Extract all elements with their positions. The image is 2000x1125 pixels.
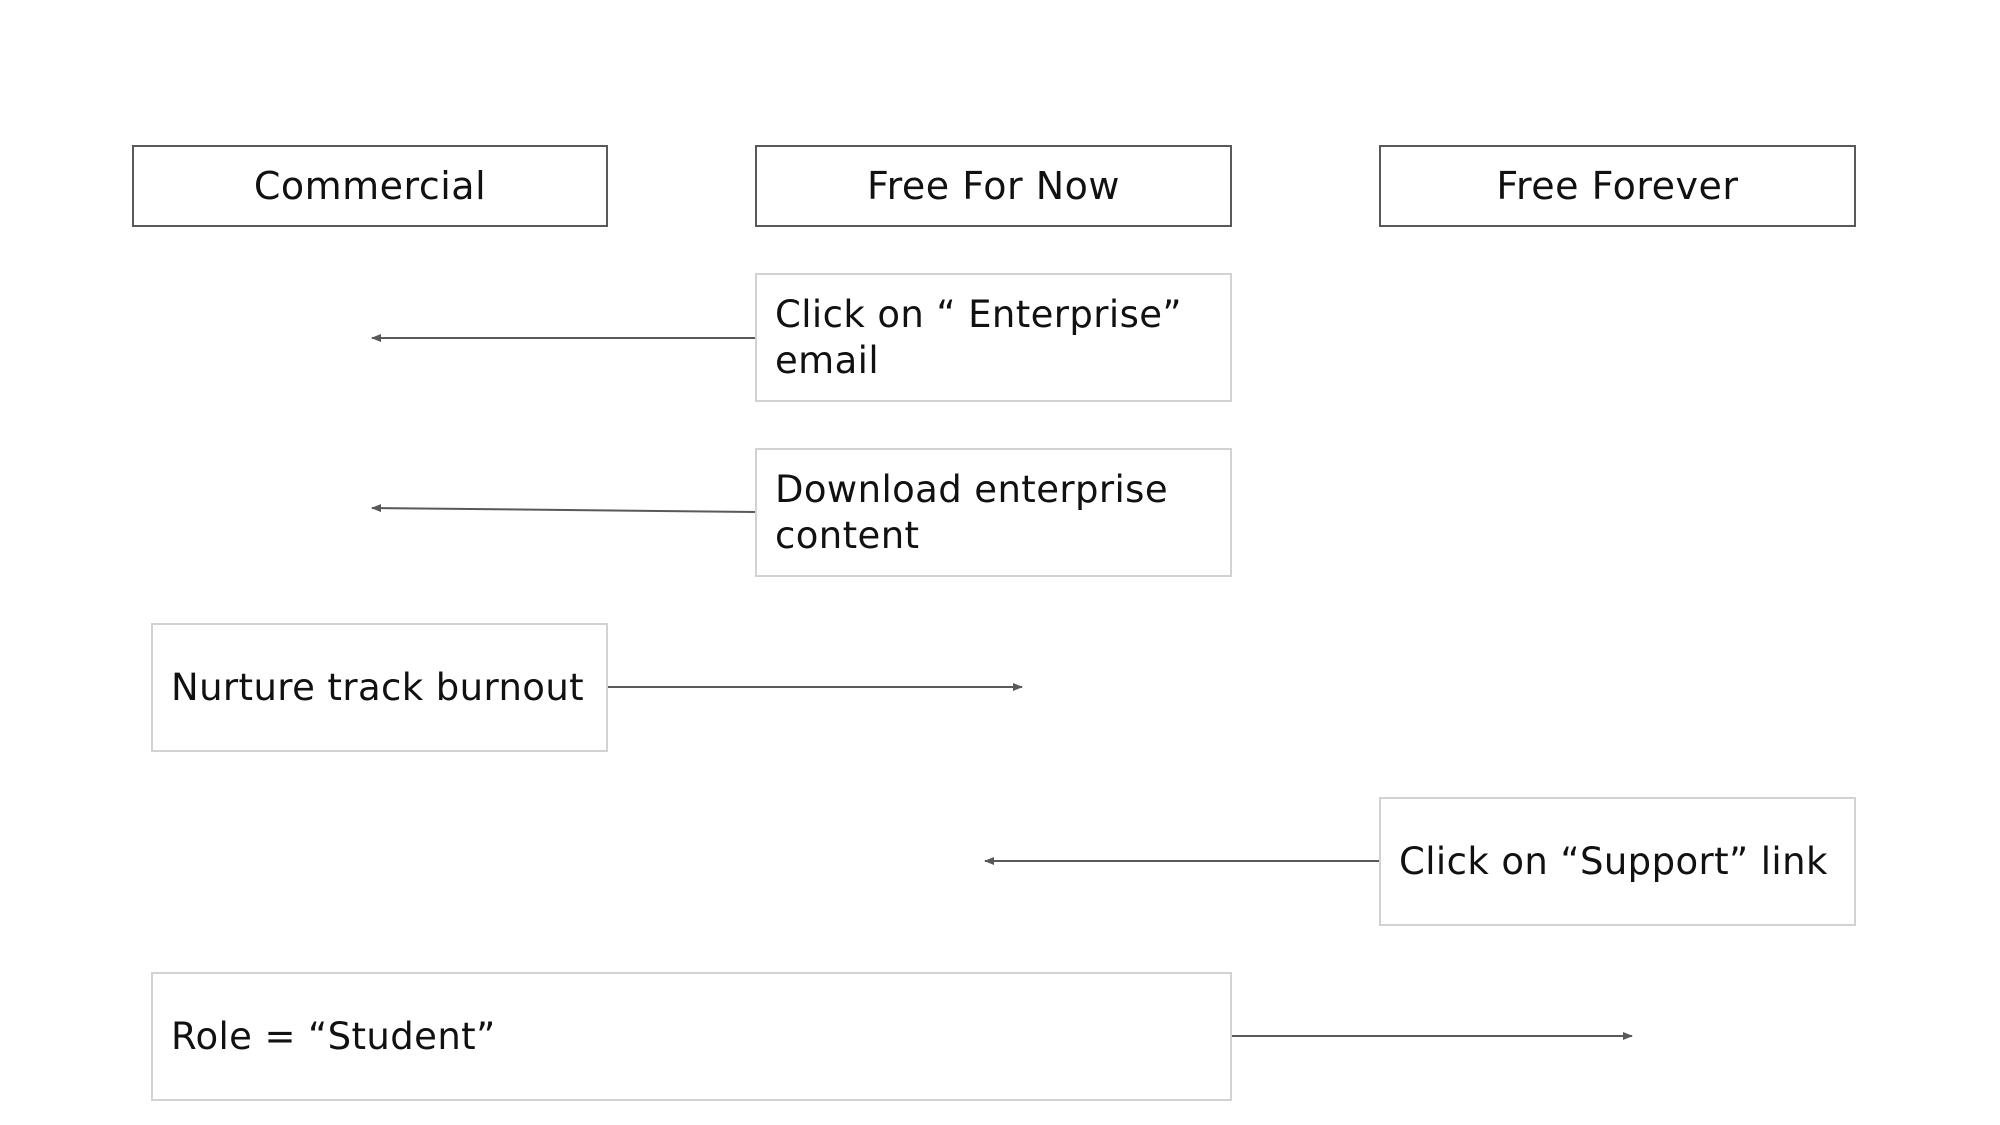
column-header-free-forever: Free Forever [1379,145,1856,227]
column-header-free-for-now-label: Free For Now [867,164,1120,208]
arrow-download-content-to-commercial [371,504,756,513]
node-download-content: Download enterprise content [755,448,1232,577]
node-nurture-burnout-label: Nurture track burnout [171,665,585,709]
column-header-commercial: Commercial [132,145,608,227]
node-role-student-label: Role = “Student” [171,1014,496,1058]
node-download-content-label: Download enterprise content [775,467,1168,557]
column-header-free-forever-label: Free Forever [1496,164,1739,208]
node-role-student: Role = “Student” [151,972,1232,1101]
node-support-link: Click on “Support” link [1379,797,1856,926]
node-enterprise-email-label: Click on “ Enterprise” email [775,292,1183,382]
node-enterprise-email: Click on “ Enterprise” email [755,273,1232,402]
node-nurture-burnout: Nurture track burnout [151,623,608,752]
column-header-free-for-now: Free For Now [755,145,1232,227]
column-header-commercial-label: Commercial [253,164,487,208]
node-support-link-label: Click on “Support” link [1399,839,1828,883]
